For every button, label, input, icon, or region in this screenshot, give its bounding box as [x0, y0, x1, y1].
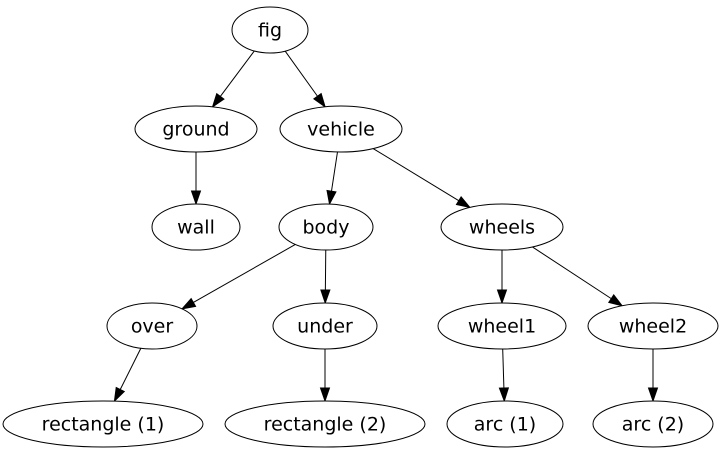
node-label: wall — [177, 217, 215, 239]
node-ellipse — [592, 400, 714, 448]
arrowhead-icon — [312, 92, 326, 109]
node-ellipse — [2, 400, 204, 448]
node-arc1: arc (1) — [446, 400, 564, 448]
arrowhead-icon — [498, 387, 510, 403]
node-label: wheels — [469, 217, 535, 239]
arrowhead-icon — [190, 190, 202, 206]
node-ellipse — [106, 302, 198, 350]
arrowhead-icon — [319, 387, 331, 403]
edge-wheel2-arc2 — [647, 349, 659, 403]
node-ellipse — [224, 400, 426, 448]
node-wheels: wheels — [440, 203, 564, 251]
node-ellipse — [440, 203, 564, 251]
node-ellipse — [279, 105, 403, 153]
node-rectangle2: rectangle (2) — [224, 400, 426, 448]
edge-line — [119, 348, 142, 390]
edge-line — [532, 246, 612, 300]
node-label: ground — [162, 119, 229, 141]
node-over: over — [106, 302, 198, 350]
arrowhead-icon — [180, 297, 197, 310]
node-fig: fig — [231, 6, 309, 54]
node-label: body — [303, 217, 350, 239]
node-label: fig — [258, 20, 282, 42]
edge-over-rectangle1 — [113, 348, 142, 403]
node-label: under — [297, 316, 353, 338]
node-label: rectangle (2) — [264, 414, 387, 436]
node-label: rectangle (1) — [42, 414, 165, 436]
arrowhead-icon — [647, 387, 659, 403]
node-under: under — [272, 302, 378, 350]
node-label: wheel1 — [468, 316, 536, 338]
node-ellipse — [134, 105, 258, 153]
arrowhead-icon — [320, 289, 331, 305]
edge-line — [193, 244, 296, 303]
arrowhead-icon — [607, 294, 624, 307]
node-ellipse — [446, 400, 564, 448]
node-ellipse — [278, 203, 374, 251]
edge-fig-vehicle — [284, 50, 326, 109]
node-ellipse — [231, 6, 309, 54]
arrowhead-icon — [496, 289, 508, 305]
arrowhead-icon — [455, 195, 472, 209]
edge-wheels-wheel1 — [496, 250, 508, 305]
edge-vehicle-body — [326, 151, 338, 206]
edge-line — [330, 151, 338, 192]
node-vehicle: vehicle — [279, 105, 403, 153]
edge-line — [502, 348, 505, 389]
node-ellipse — [272, 302, 378, 350]
edge-ground-wall — [190, 152, 202, 206]
edge-vehicle-wheels — [372, 148, 472, 209]
arrowhead-icon — [113, 386, 126, 403]
node-body: body — [278, 203, 374, 251]
edge-line — [284, 50, 318, 97]
edge-body-over — [180, 244, 296, 310]
edge-body-under — [320, 249, 331, 305]
edge-wheel1-arc1 — [498, 348, 510, 403]
node-label: over — [131, 316, 174, 338]
edge-line — [219, 50, 255, 97]
arrowhead-icon — [326, 189, 337, 206]
node-ground: ground — [134, 105, 258, 153]
node-label: vehicle — [307, 119, 375, 141]
edge-fig-ground — [211, 50, 255, 109]
node-label: arc (1) — [474, 414, 536, 436]
node-arc2: arc (2) — [592, 400, 714, 448]
node-wall: wall — [151, 203, 241, 251]
node-ellipse — [587, 302, 719, 350]
edge-wheels-wheel2 — [532, 246, 624, 307]
node-ellipse — [437, 302, 567, 350]
node-wheel1: wheel1 — [437, 302, 567, 350]
edge-line — [372, 148, 460, 202]
edge-under-rectangle2 — [319, 349, 331, 403]
node-label: wheel2 — [619, 316, 687, 338]
node-ellipse — [151, 203, 241, 251]
node-rectangle1: rectangle (1) — [2, 400, 204, 448]
node-label: arc (2) — [622, 414, 684, 436]
node-wheel2: wheel2 — [587, 302, 719, 350]
arrowhead-icon — [211, 92, 225, 109]
